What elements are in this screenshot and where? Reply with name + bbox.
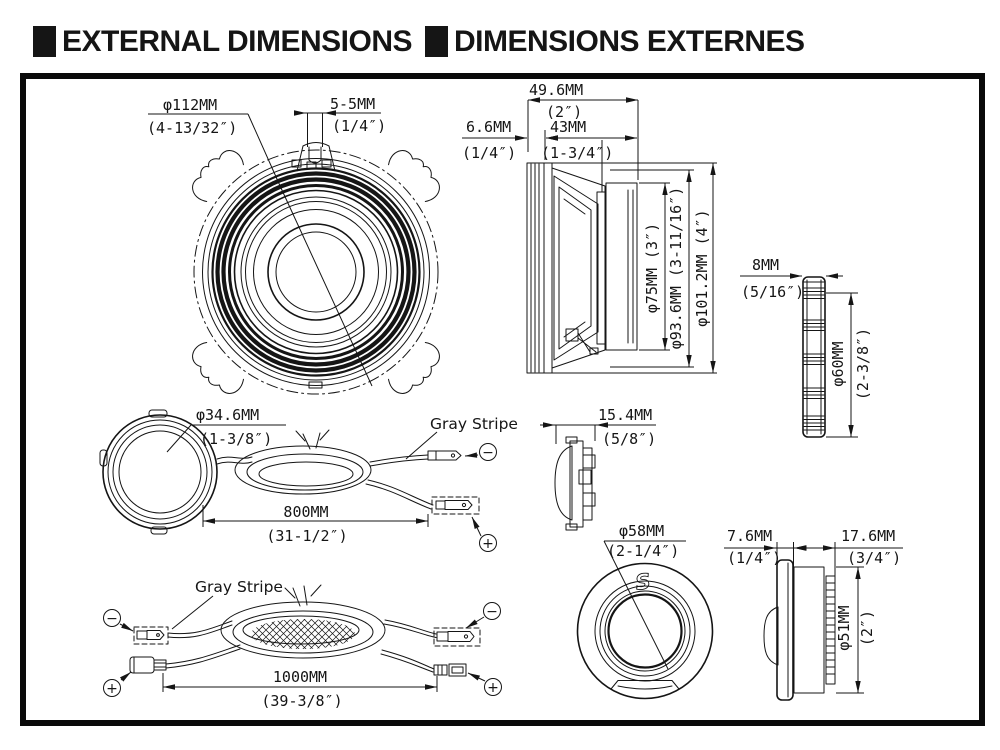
flange-depth-label-in: (1/4″) bbox=[462, 144, 516, 162]
plus-symbol bbox=[103, 679, 121, 697]
woofer-side-view: 49.6MM (2″) 6.6MM (1/4″) 43MM (1-3/4″) φ… bbox=[462, 81, 717, 374]
mounting-ear-bottom-right bbox=[385, 339, 447, 401]
header-bullet-fr bbox=[425, 26, 448, 57]
tweeter-diameter-label-mm: φ34.6MM bbox=[196, 406, 259, 424]
minus-symbol-glyph: − bbox=[482, 445, 494, 461]
mounting-ear-top-right bbox=[385, 143, 447, 205]
cable-length-label-in: (31-1/2″) bbox=[266, 527, 347, 545]
tweeter-cable-assembly: φ34.6MM (1-3/8″) − + Gray Stripe 800MM bbox=[99, 406, 518, 552]
tweeter-depth-label-mm: 15.4MM bbox=[598, 406, 652, 424]
wire-length-label-mm: 1000MM bbox=[273, 668, 327, 686]
plus-terminal bbox=[433, 664, 448, 676]
tab-width-label-in: (1/4″) bbox=[332, 117, 386, 135]
spacer-ring-side-view: 8MM (5/16″) φ60MM (2-3/8″) bbox=[740, 256, 872, 438]
ring-width-label-in: (5/16″) bbox=[741, 283, 804, 301]
minus-symbol bbox=[479, 443, 497, 461]
tweeter-front-mesh bbox=[607, 593, 683, 669]
minus-terminal bbox=[427, 450, 437, 461]
tweeter-depth-label-in: (5/8″) bbox=[602, 430, 656, 448]
top-tab bbox=[296, 142, 336, 172]
tweeter-front-diameter-label-in: (2-1/4″) bbox=[607, 542, 679, 560]
frame-diameter-label: φ101.2MM (4″) bbox=[693, 209, 711, 326]
speaker-wire-assembly: − + − bbox=[103, 578, 502, 710]
mount-depth-label-mm: 43MM bbox=[550, 118, 586, 136]
mounting-ear-bottom-left bbox=[185, 339, 247, 401]
plus-terminal-box bbox=[431, 496, 480, 515]
magnet bbox=[605, 182, 638, 351]
tweeter-front-view: S φ58MM (2-1/4″) bbox=[576, 522, 714, 700]
tweeter-grille-mesh bbox=[118, 430, 202, 514]
page-title-fr: DIMENSIONS EXTERNES bbox=[454, 25, 805, 58]
gray-stripe-label: Gray Stripe bbox=[195, 578, 283, 596]
tab-width-label-mm: 5-5MM bbox=[330, 95, 375, 113]
gray-stripe-label: Gray Stripe bbox=[430, 415, 518, 433]
ring-diameter-label-in: (2-3/8″) bbox=[854, 328, 872, 400]
cable-tie bbox=[295, 429, 330, 450]
mount-diameter-label-mm: φ51MM bbox=[835, 605, 853, 650]
header-bullet-en bbox=[33, 26, 56, 57]
mount-body-label-in: (3/4″) bbox=[847, 549, 901, 567]
mount-body-label-mm: 17.6MM bbox=[841, 527, 895, 545]
minus-symbol bbox=[103, 609, 121, 627]
cable-length-label-mm: 800MM bbox=[283, 503, 328, 521]
mount-dome-mesh bbox=[763, 606, 779, 666]
minus-symbol-glyph: − bbox=[486, 604, 498, 620]
drawing-frame bbox=[20, 73, 985, 726]
tweeter-front-diameter-label-mm: φ58MM bbox=[619, 522, 664, 540]
minus-terminal-box bbox=[133, 626, 169, 645]
header: EXTERNAL DIMENSIONS DIMENSIONS EXTERNES bbox=[33, 25, 805, 58]
page-title-en: EXTERNAL DIMENSIONS bbox=[62, 25, 412, 58]
tweeter-dome-mesh bbox=[554, 445, 573, 521]
magnet-diameter-label: φ75MM (3″) bbox=[643, 223, 661, 313]
overall-depth-label-mm: 49.6MM bbox=[529, 81, 583, 99]
minus-symbol-glyph: − bbox=[106, 611, 118, 627]
cable-tie bbox=[284, 584, 322, 607]
brand-logo: S bbox=[634, 569, 652, 595]
wire-length-label-in: (39-3/8″) bbox=[261, 692, 342, 710]
diameter-leader-line bbox=[247, 113, 373, 387]
plus-symbol-glyph: + bbox=[487, 680, 499, 696]
mounting-ear-top-left bbox=[185, 143, 247, 205]
basket-diameter-label: φ93.6MM (3-11/16″) bbox=[667, 187, 685, 350]
plus-symbol bbox=[484, 678, 502, 696]
mount-depth-label-in: (1-3/4″) bbox=[541, 144, 613, 162]
woofer-front-view: φ112MM (4-13/32″) 5-5MM (1/4″) bbox=[147, 95, 447, 401]
ring-diameter-label-mm: φ60MM bbox=[829, 341, 847, 386]
woofer-diameter-label-in: (4-13/32″) bbox=[147, 119, 237, 137]
wire-bundle-mesh bbox=[251, 619, 355, 649]
tweeter-mount-side-view: 7.6MM (1/4″) 17.6MM (3/4″) φ51MM (2″) bbox=[724, 527, 903, 701]
mount-flange-label-mm: 7.6MM bbox=[727, 527, 772, 545]
woofer-diameter-label-mm: φ112MM bbox=[163, 96, 217, 114]
tweeter-side-view: 15.4MM (5/8″) bbox=[540, 406, 656, 531]
ring-width-label-mm: 8MM bbox=[752, 256, 779, 274]
mount-diameter-label-in: (2″) bbox=[858, 610, 876, 646]
plus-symbol-glyph: + bbox=[106, 681, 118, 697]
plus-symbol-glyph: + bbox=[482, 536, 494, 552]
overall-depth-label-in: (2″) bbox=[546, 103, 582, 121]
minus-symbol bbox=[483, 602, 501, 620]
tweeter-diameter-label-in: (1-3/8″) bbox=[200, 430, 272, 448]
terminal-lug bbox=[565, 328, 579, 342]
flange-depth-label-mm: 6.6MM bbox=[466, 118, 511, 136]
knurled-body bbox=[793, 566, 825, 694]
plus-symbol bbox=[479, 534, 497, 552]
mount-flange-label-in: (1/4″) bbox=[727, 549, 781, 567]
